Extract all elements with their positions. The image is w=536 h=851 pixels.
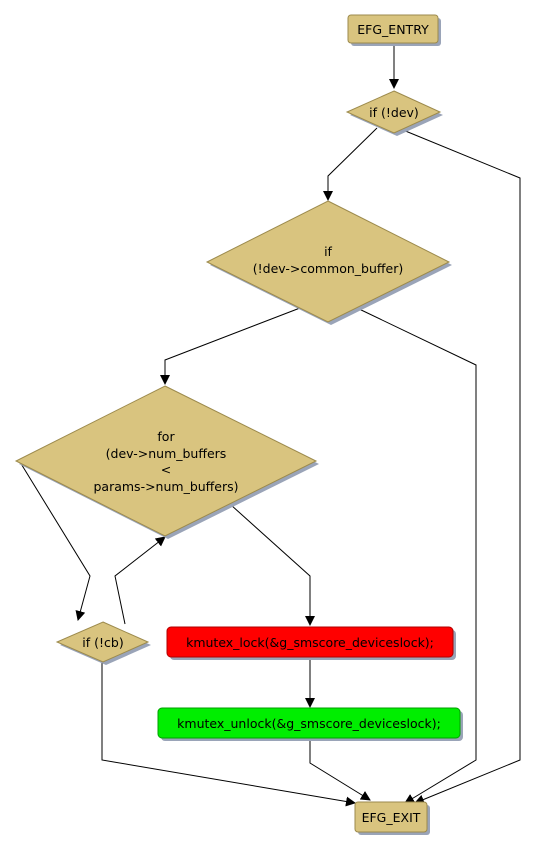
exit-node: EFG_EXIT bbox=[354, 801, 430, 835]
for-loop-line2: (dev->num_buffers bbox=[106, 446, 227, 461]
entry-label: EFG_ENTRY bbox=[357, 22, 429, 37]
edges bbox=[19, 45, 521, 807]
for-loop-line4: params->num_buffers) bbox=[93, 479, 238, 494]
edge-if-cb-loop-back-to-for bbox=[114, 536, 166, 625]
if-cb-label: if (!cb) bbox=[82, 635, 123, 650]
for-loop-node: for (dev->num_buffers < params->num_buff… bbox=[14, 385, 319, 539]
if-common-buffer-node: if (!dev->common_buffer) bbox=[205, 200, 452, 325]
edge-if-dev-to-if-common-buffer bbox=[323, 127, 378, 201]
if-dev-node: if (!dev) bbox=[345, 90, 443, 136]
edge-if-dev-to-exit bbox=[402, 129, 521, 805]
edge-if-cb-to-exit bbox=[101, 662, 356, 807]
kmutex-lock-node: kmutex_lock(&g_smscore_deviceslock); bbox=[166, 626, 456, 660]
for-loop-line3: < bbox=[161, 462, 171, 477]
edge-if-common-buffer-to-exit bbox=[356, 307, 477, 804]
kmutex-unlock-node: kmutex_unlock(&g_smscore_deviceslock); bbox=[157, 707, 463, 741]
edge-for-to-kmutex-lock bbox=[230, 504, 315, 626]
for-loop-line1: for bbox=[157, 429, 175, 444]
entry-node: EFG_ENTRY bbox=[347, 14, 441, 46]
if-cb-node: if (!cb) bbox=[55, 621, 151, 665]
kmutex-unlock-label: kmutex_unlock(&g_smscore_deviceslock); bbox=[177, 716, 441, 731]
if-common-buffer-line2: (!dev->common_buffer) bbox=[253, 261, 403, 276]
edge-kmutex-unlock-to-exit bbox=[309, 738, 371, 801]
if-common-buffer-line1: if bbox=[324, 244, 332, 259]
edge-if-common-buffer-to-for bbox=[160, 307, 301, 385]
if-dev-label: if (!dev) bbox=[369, 105, 419, 120]
exit-label: EFG_EXIT bbox=[362, 810, 421, 825]
edge-for-to-if-cb bbox=[19, 461, 91, 621]
kmutex-lock-label: kmutex_lock(&g_smscore_deviceslock); bbox=[186, 635, 434, 650]
